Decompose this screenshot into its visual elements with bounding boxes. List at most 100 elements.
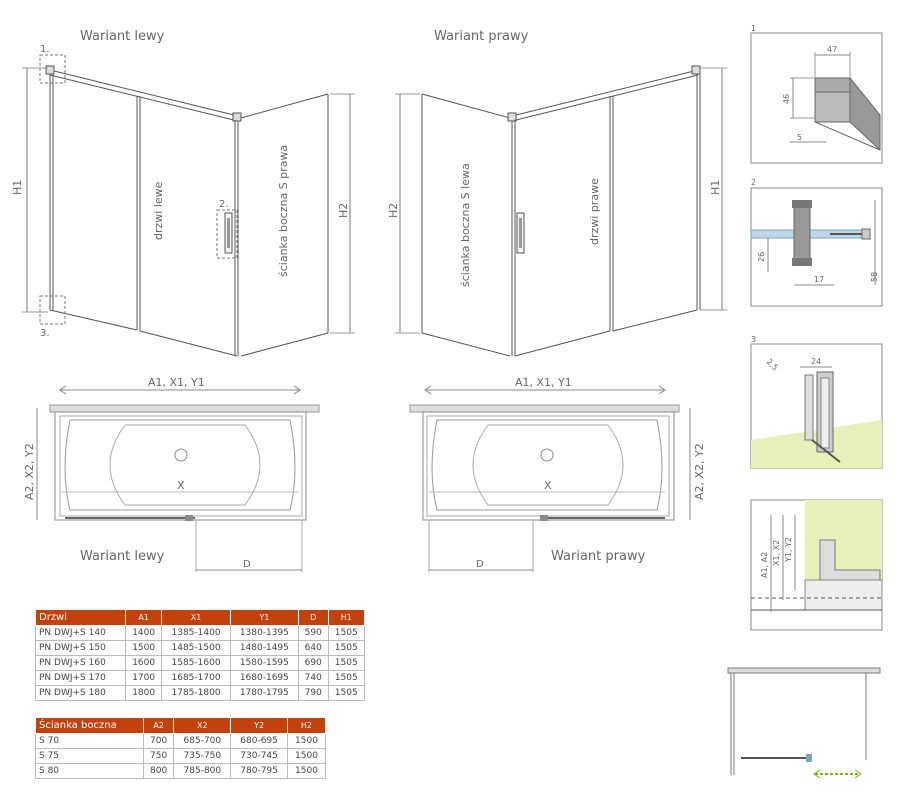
plan-variant-left-title: Wariant lewy bbox=[80, 549, 165, 564]
d-label-right: D bbox=[476, 559, 484, 570]
table-cell: 800 bbox=[142, 763, 175, 779]
h1-label-right: H1 bbox=[709, 180, 722, 195]
h1-label-left: H1 bbox=[11, 180, 24, 195]
table-cell: 785-800 bbox=[173, 763, 232, 779]
table-cell: 1505 bbox=[327, 685, 365, 701]
table-cell: 1585-1600 bbox=[161, 655, 231, 671]
table-cell: 1480-1495 bbox=[229, 640, 300, 656]
x-label-left: X bbox=[177, 479, 185, 492]
table-cell: 1780-1795 bbox=[229, 685, 300, 701]
svg-text:47: 47 bbox=[827, 45, 837, 54]
table-cell: 1500 bbox=[124, 640, 163, 656]
table-cell: 1385-1400 bbox=[161, 625, 231, 641]
table-cell: 1500 bbox=[286, 748, 327, 764]
table-cell: 1700 bbox=[124, 670, 163, 686]
table-cell: 680-695 bbox=[230, 733, 288, 749]
svg-text:5: 5 bbox=[797, 133, 802, 142]
plan-variant-right-title: Wariant prawy bbox=[551, 549, 646, 564]
variant-right-title: Wariant prawy bbox=[434, 29, 529, 44]
svg-text:58: 58 bbox=[870, 272, 879, 282]
a2x2y2-label-left: A2, X2, Y2 bbox=[23, 443, 36, 500]
variant-left-title: Wariant lewy bbox=[80, 29, 165, 44]
svg-text:26: 26 bbox=[757, 252, 766, 262]
table-cell: 730-745 bbox=[230, 748, 288, 764]
table-cell: 690 bbox=[298, 655, 329, 671]
svg-text:46: 46 bbox=[782, 94, 791, 104]
svg-text:2: 2 bbox=[751, 178, 756, 187]
table-cell: 640 bbox=[298, 640, 329, 656]
side-left-label: ścianka boczna S lewa bbox=[459, 163, 472, 287]
table-header-cell: D bbox=[298, 609, 329, 626]
table-cell: 1785-1800 bbox=[161, 685, 231, 701]
table-cell: 1380-1395 bbox=[229, 625, 300, 641]
table-cell: 780-795 bbox=[230, 763, 288, 779]
detail-marker-3: 3. bbox=[40, 328, 50, 339]
table-header-cell: Y1 bbox=[229, 609, 300, 626]
table-cell: PN DWJ+S 180 bbox=[35, 685, 126, 701]
a2x2y2-label-right: A2, X2, Y2 bbox=[693, 443, 706, 500]
table-cell: 685-700 bbox=[173, 733, 232, 749]
svg-text:X1, X2: X1, X2 bbox=[772, 540, 781, 566]
d-label-left: D bbox=[243, 559, 251, 570]
side-right-label: ścianka boczna S prawa bbox=[277, 145, 290, 277]
table-cell: PN DWJ+S 160 bbox=[35, 655, 126, 671]
detail-marker-1: 1. bbox=[40, 44, 50, 55]
table-cell: PN DWJ+S 140 bbox=[35, 625, 126, 641]
table-cell: 1505 bbox=[327, 655, 365, 671]
detail-marker-2: 2. bbox=[219, 199, 229, 210]
detail-2: 2 26 17 58 bbox=[750, 178, 883, 307]
detail-4: A1, A2 X1, X2 Y1, Y2 bbox=[750, 499, 883, 631]
table-cell: 740 bbox=[298, 670, 329, 686]
detail-1: 1 47 46 5 bbox=[750, 24, 883, 164]
table-header-cell: X2 bbox=[173, 717, 232, 734]
table-header-cell: A2 bbox=[142, 717, 175, 734]
table-cell: 1500 bbox=[286, 763, 327, 779]
doors-right-label: drzwi prawe bbox=[588, 178, 601, 245]
table-cell: 735-750 bbox=[173, 748, 232, 764]
table-cell: 700 bbox=[142, 733, 175, 749]
a1x1y1-label-right: A1, X1, Y1 bbox=[515, 376, 572, 389]
table-cell: 1505 bbox=[327, 670, 365, 686]
table-header-cell: H2 bbox=[286, 717, 327, 734]
table-cell: 1800 bbox=[124, 685, 163, 701]
h2-label-right: H2 bbox=[387, 203, 400, 218]
table-cell: PN DWJ+S 170 bbox=[35, 670, 126, 686]
table-cell: S 80 bbox=[35, 763, 144, 779]
left-variant-elevation: Wariant lewy 1. 3. 2. H1 bbox=[11, 29, 355, 357]
a1x1y1-label-left: A1, X1, Y1 bbox=[148, 376, 205, 389]
table-header-cell: Ścianka boczna bbox=[35, 717, 144, 734]
table-header-cell: A1 bbox=[124, 609, 163, 626]
table-cell: 1400 bbox=[124, 625, 163, 641]
svg-text:3: 3 bbox=[751, 335, 756, 344]
doors-left-label: drzwi lewe bbox=[152, 181, 165, 240]
svg-text:Y1, Y2: Y1, Y2 bbox=[784, 537, 793, 563]
svg-text:2,5: 2,5 bbox=[765, 357, 780, 372]
table-cell: 750 bbox=[142, 748, 175, 764]
table-cell: 1500 bbox=[286, 733, 327, 749]
table-cell: 1580-1595 bbox=[229, 655, 300, 671]
h2-label-left: H2 bbox=[337, 203, 350, 218]
table-header-cell: H1 bbox=[327, 609, 365, 626]
svg-text:1: 1 bbox=[751, 24, 756, 33]
small-plan-icon bbox=[727, 667, 881, 779]
right-plan-view: A1, X1, Y1 X D A2, X2, Y2 Wariant prawy bbox=[409, 376, 706, 572]
detail-3: 3 24 2,5 bbox=[750, 335, 883, 469]
svg-text:17: 17 bbox=[814, 275, 824, 284]
table-cell: PN DWJ+S 150 bbox=[35, 640, 126, 656]
svg-text:24: 24 bbox=[811, 357, 821, 366]
right-variant-elevation: Wariant prawy H2 H1 ścianka boczna S lew… bbox=[387, 29, 727, 357]
table-cell: 1505 bbox=[327, 640, 365, 656]
table-cell: 1685-1700 bbox=[161, 670, 231, 686]
